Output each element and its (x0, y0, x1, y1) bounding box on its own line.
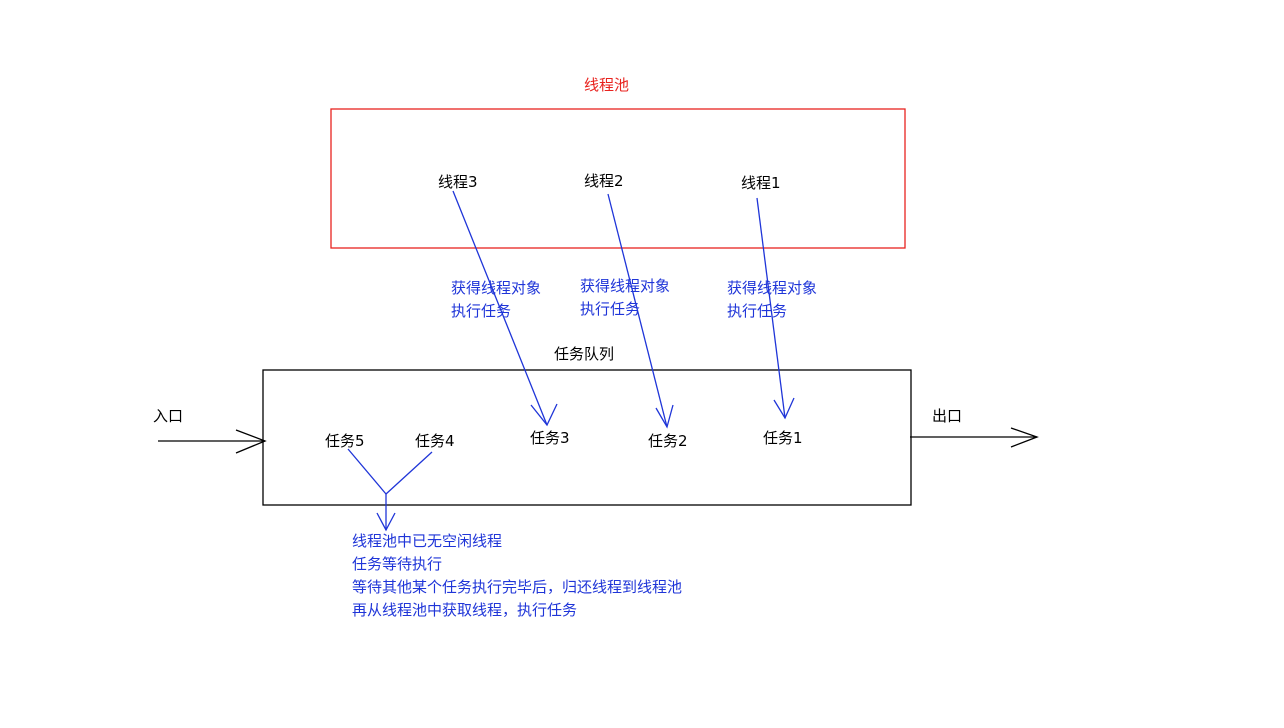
task-2-label: 任务2 (648, 432, 688, 450)
thread-pool-title: 线程池 (584, 76, 630, 94)
thread3-to-task3-arrow (452, 190, 558, 427)
thread1-to-task1-arrow (756, 197, 795, 420)
task-5-label: 任务5 (325, 432, 365, 450)
fetch-note-thread-2: 获得线程对象 执行任务 (580, 275, 670, 321)
waiting-note-line: 任务等待执行 (352, 555, 443, 573)
fetch-note-line2: 执行任务 (580, 300, 641, 318)
thread-1-label: 线程1 (741, 174, 781, 192)
fetch-note-thread-3: 获得线程对象 执行任务 (451, 277, 541, 323)
fetch-note-line1: 获得线程对象 (451, 279, 542, 297)
waiting-tasks-arrow (347, 448, 433, 532)
entry-arrow (158, 429, 267, 454)
entry-label: 入口 (153, 407, 184, 425)
fetch-note-line2: 执行任务 (727, 302, 788, 320)
exit-label: 出口 (932, 407, 963, 425)
task-3-label: 任务3 (530, 429, 570, 447)
waiting-note: 线程池中已无空闲线程 任务等待执行 等待其他某个任务执行完毕后，归还线程到线程池… (352, 530, 682, 622)
thread-3-label: 线程3 (438, 173, 478, 191)
exit-arrow (910, 427, 1039, 448)
task-4-label: 任务4 (415, 432, 455, 450)
fetch-note-line2: 执行任务 (451, 302, 512, 320)
waiting-note-line: 等待其他某个任务执行完毕后，归还线程到线程池 (352, 578, 683, 596)
waiting-note-line: 线程池中已无空闲线程 (352, 532, 503, 550)
thread-pool-box (330, 108, 906, 249)
fetch-note-line1: 获得线程对象 (727, 279, 818, 297)
thread-2-label: 线程2 (584, 172, 624, 190)
task-queue-title: 任务队列 (554, 345, 615, 363)
thread2-to-task2-arrow (607, 193, 674, 429)
task-1-label: 任务1 (763, 429, 803, 447)
fetch-note-thread-1: 获得线程对象 执行任务 (727, 277, 817, 323)
fetch-note-line1: 获得线程对象 (580, 277, 671, 295)
waiting-note-line: 再从线程池中获取线程，执行任务 (352, 601, 578, 619)
